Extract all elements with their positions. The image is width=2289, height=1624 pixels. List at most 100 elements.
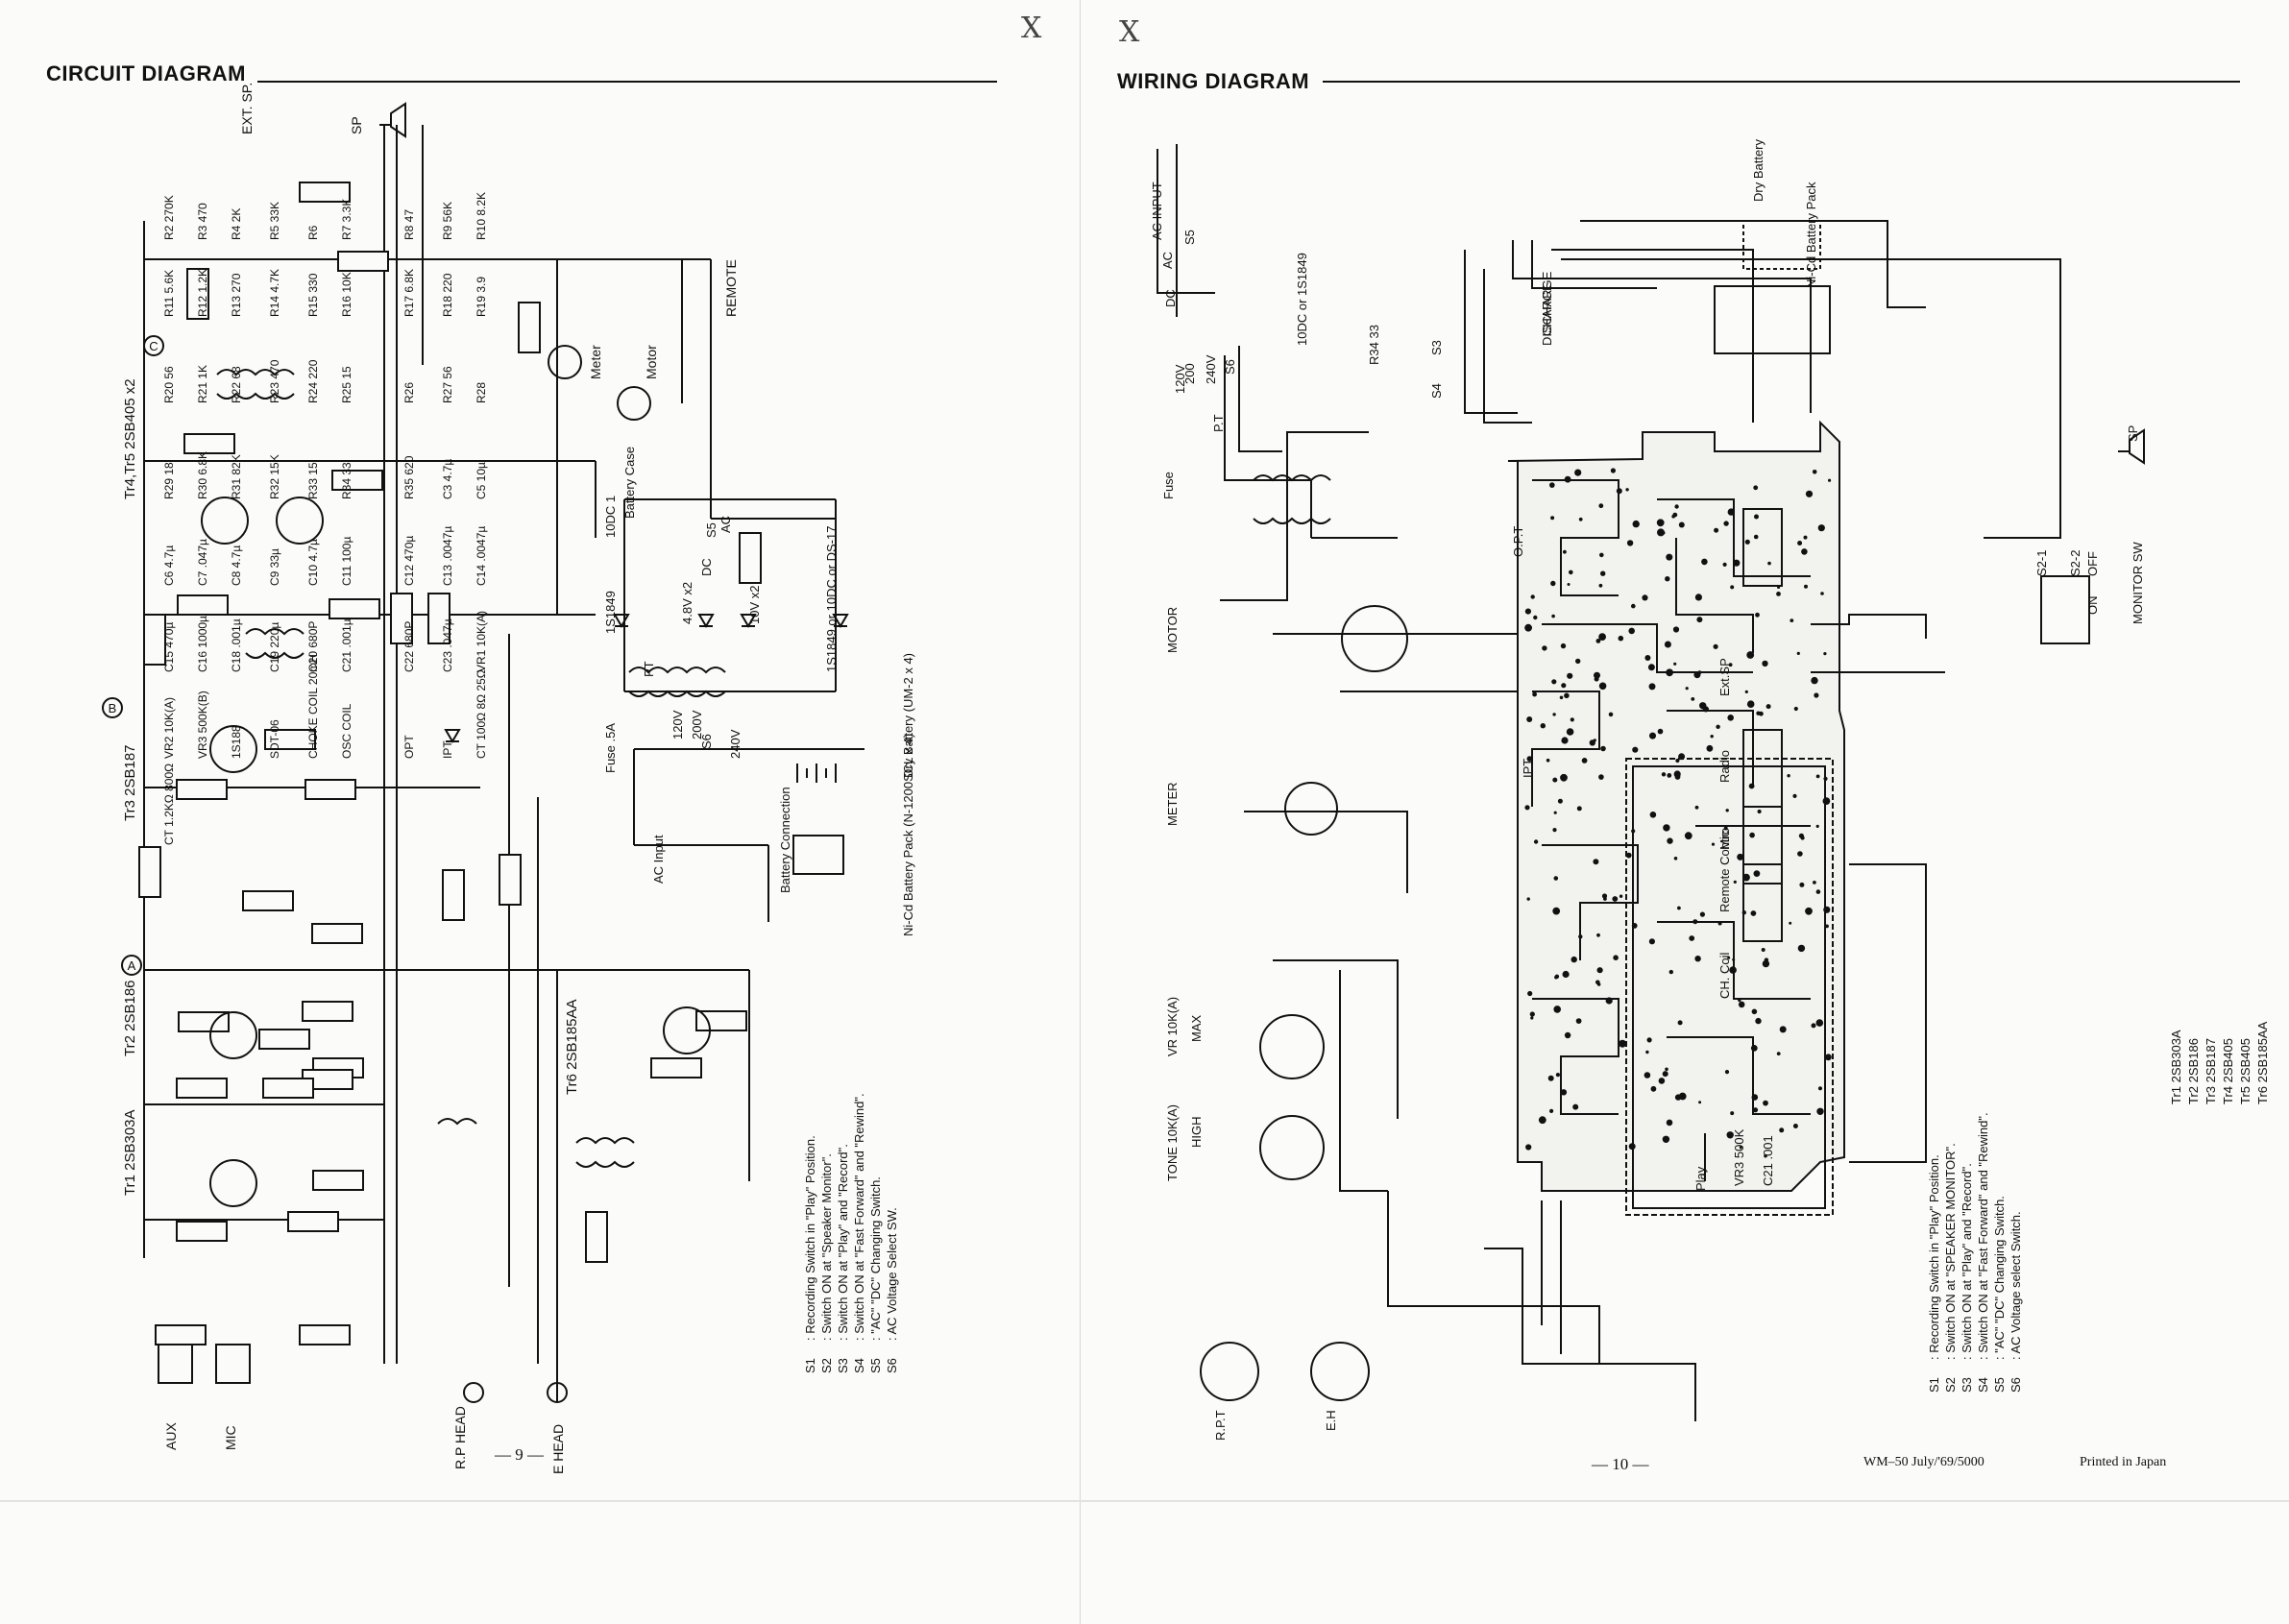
component-label: S3 (1429, 340, 1444, 355)
circuit-schematic: A B C Tr1 2SB303A Tr2 2SB186 Tr3 2SB187 … (102, 83, 915, 1474)
pcb-solder-point (1594, 676, 1599, 682)
pcb-solder-point (1662, 1071, 1668, 1078)
component-label: C5 10µ (475, 462, 488, 499)
pcb-solder-point (1657, 728, 1664, 735)
pcb-solder-point (1552, 777, 1558, 783)
pcb-solder-point (1761, 948, 1765, 952)
component-label: IPT (1521, 759, 1535, 778)
pcb-solder-point (1550, 516, 1555, 521)
pcb-solder-point (1571, 956, 1577, 963)
pcb-solder-point (1792, 793, 1797, 799)
component-label: C19 220µ (268, 622, 281, 672)
pcb-solder-point (1526, 716, 1533, 722)
pcb-solder-point (1561, 683, 1567, 689)
component-label: R19 3.9 (475, 277, 488, 317)
pcb-solder-point (1805, 907, 1813, 915)
component-label: R4 2K (230, 208, 243, 240)
pcb-solder-point (1569, 570, 1573, 575)
pcb-solder-point (1733, 880, 1737, 885)
tr-list: Tr4 2SB405 (2221, 1038, 2235, 1104)
pcb-solder-point (1755, 1017, 1762, 1025)
pcb-solder-point (1645, 1050, 1649, 1054)
pcb-solder-point (1726, 1131, 1734, 1139)
component-label: R23 470 (268, 359, 281, 403)
pcb-solder-point (1648, 938, 1655, 945)
component-label: MOTOR (1165, 607, 1180, 653)
switch-note: S3: Switch ON at "Play" and "Record". (836, 1144, 850, 1373)
component-label: R15 330 (306, 273, 320, 317)
component-label: R34 33 (1367, 325, 1381, 365)
component-label: Fuse (1161, 472, 1176, 499)
pcb-solder-point (1814, 692, 1819, 698)
pcb-solder-point (1527, 990, 1533, 997)
pcb-solder-point (1562, 970, 1570, 979)
component-label: S6 (1223, 359, 1237, 375)
motor-label: Motor (644, 345, 659, 379)
sp-terminal: SP (349, 116, 364, 134)
pcb-solder-point (1673, 662, 1677, 666)
pcb-solder-point (1598, 682, 1607, 691)
pcb-solder-point (1805, 490, 1814, 497)
pcb-solder-point (1817, 524, 1825, 532)
pcb-solder-point (1753, 870, 1761, 877)
node-label-b: B (109, 701, 117, 715)
pcb-solder-point (1575, 658, 1581, 665)
pcb-solder-point (1610, 468, 1616, 473)
pcb-solder-point (1790, 618, 1794, 622)
component-label: R6 (306, 225, 320, 240)
page-divider (1080, 0, 1081, 1624)
component-label: C20 680P (306, 621, 320, 672)
switch-note: S1: Recording Switch in "Play" Position. (803, 1135, 817, 1373)
component-label: R3 470 (196, 203, 209, 240)
component-label: R25 15 (340, 366, 353, 403)
pcb-solder-point (1730, 585, 1735, 590)
pcb-solder-point (1596, 967, 1603, 974)
pcb-solder-point (1817, 1086, 1823, 1091)
pcb-solder-point (1555, 1073, 1560, 1078)
component-label: 10DC or 1S1849 (1295, 253, 1309, 346)
page-number: — 10 — (1592, 1455, 1649, 1473)
meter-label: Meter (588, 345, 603, 379)
component-label: P.T (1211, 414, 1226, 432)
pcb-solder-point (1716, 724, 1720, 729)
pcb-solder-point (1572, 1103, 1579, 1110)
component-label: 1S188 (230, 725, 243, 759)
pcb-solder-point (1723, 521, 1729, 526)
pcb-solder-point (1763, 1100, 1768, 1106)
component-label: S2-1 (2034, 550, 2049, 576)
component-label: AC (1160, 252, 1175, 269)
pcb-solder-point (1738, 1001, 1745, 1008)
pcb-solder-point (1691, 697, 1695, 701)
component-label: C10 4.7µ (306, 539, 320, 586)
pcb-solder-point (1744, 539, 1750, 545)
pcb-solder-point (1799, 882, 1805, 887)
pcb-solder-point (1601, 893, 1608, 899)
pcb-solder-point (1698, 1101, 1702, 1104)
pcb-solder-point (1757, 809, 1762, 814)
pcb-solder-point (1533, 839, 1539, 844)
pcb-solder-point (1727, 715, 1734, 721)
pcb-solder-point (1549, 482, 1555, 488)
pcb-solder-point (1561, 737, 1569, 744)
pcb-solder-point (1524, 623, 1532, 632)
pcb-solder-point (1619, 1039, 1627, 1048)
pcb-solder-point (1550, 580, 1556, 587)
component-label: C11 100µ (340, 537, 353, 586)
pcb-solder-point (1564, 1031, 1571, 1039)
pcb-solder-point (1749, 832, 1755, 838)
pcb-solder-point (1729, 966, 1737, 974)
pcb-solder-point (1566, 728, 1574, 736)
pcb-solder-point (1618, 635, 1624, 642)
switch-notes-legend: S1: Recording Switch in "Play" Position.… (1926, 1056, 2024, 1393)
component-label: AC (718, 516, 733, 533)
component-label: CHOKE COIL 20mH (306, 654, 320, 759)
pcb-solder-point (1789, 921, 1792, 925)
pcb-solder-point (1820, 592, 1824, 595)
pcb-solder-point (1677, 906, 1681, 910)
pcb-solder-point (1668, 969, 1673, 975)
component-label: 10V x2 (747, 586, 762, 624)
heading-rule (1323, 81, 2240, 83)
pcb-solder-point (1813, 881, 1816, 885)
